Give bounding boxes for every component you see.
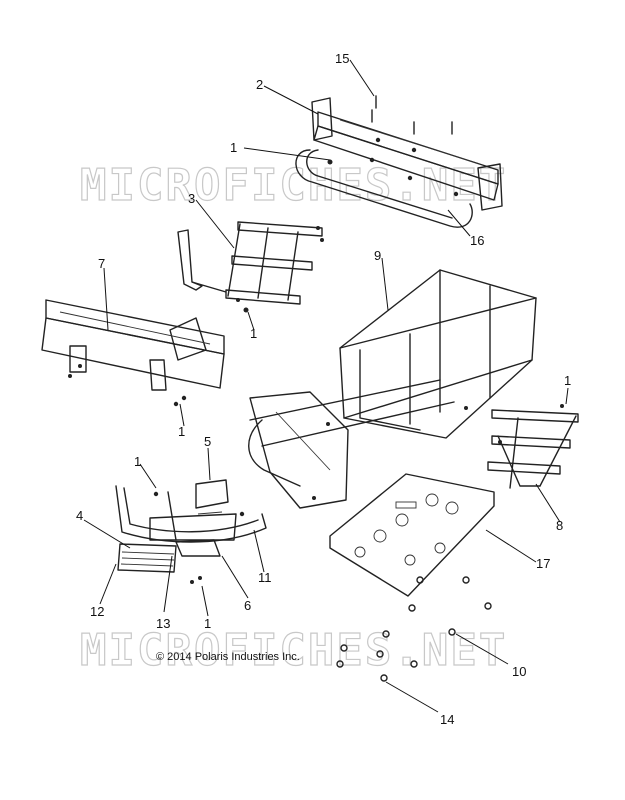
- callouts: 15 2 1 16 3 7 1 9 1 1 5 1 8 4 11 17 12 1…: [76, 51, 571, 727]
- callout-1-bottom: 1: [204, 616, 211, 631]
- part-side-bracket-3: [177, 221, 324, 313]
- part-fasteners-10-14: [190, 576, 492, 682]
- callout-16: 16: [470, 233, 484, 248]
- leader-lines: [83, 59, 569, 713]
- callout-1-crossmember: 1: [178, 424, 185, 439]
- callout-1-bracket: 1: [250, 326, 257, 341]
- callout-7: 7: [98, 256, 105, 271]
- part-rear-crossbar: [295, 97, 503, 228]
- watermark-top: MICROFICHES.NET: [80, 160, 507, 211]
- part-main-frame-9: [248, 269, 537, 509]
- callout-3: 3: [188, 191, 195, 206]
- part-grille-4: [117, 543, 177, 573]
- copyright-text: © 2014 Polaris Industries Inc.: [156, 651, 300, 663]
- callout-11: 11: [258, 570, 272, 585]
- callout-1-right: 1: [564, 373, 571, 388]
- callout-17: 17: [536, 556, 550, 571]
- callout-13: 13: [156, 616, 170, 631]
- callout-9: 9: [374, 248, 381, 263]
- callout-1-bumper: 1: [134, 454, 141, 469]
- part-front-crossmember-7: [41, 299, 225, 407]
- callout-6: 6: [244, 598, 251, 613]
- part-skid-plate-17: [329, 473, 495, 597]
- callout-12: 12: [90, 604, 104, 619]
- callout-5: 5: [204, 434, 211, 449]
- callout-15: 15: [335, 51, 349, 66]
- part-bolts-15: [371, 95, 453, 135]
- callout-4: 4: [76, 508, 83, 523]
- part-front-bumper-6: [115, 485, 267, 557]
- callout-10: 10: [512, 664, 526, 679]
- callout-14: 14: [440, 712, 454, 727]
- part-side-bracket-8: [487, 404, 579, 489]
- callout-1-top: 1: [230, 140, 237, 155]
- part-bracket-5: [195, 479, 229, 515]
- watermark-bottom: MICROFICHES.NET: [80, 625, 507, 676]
- callout-8: 8: [556, 518, 563, 533]
- callout-2: 2: [256, 77, 263, 92]
